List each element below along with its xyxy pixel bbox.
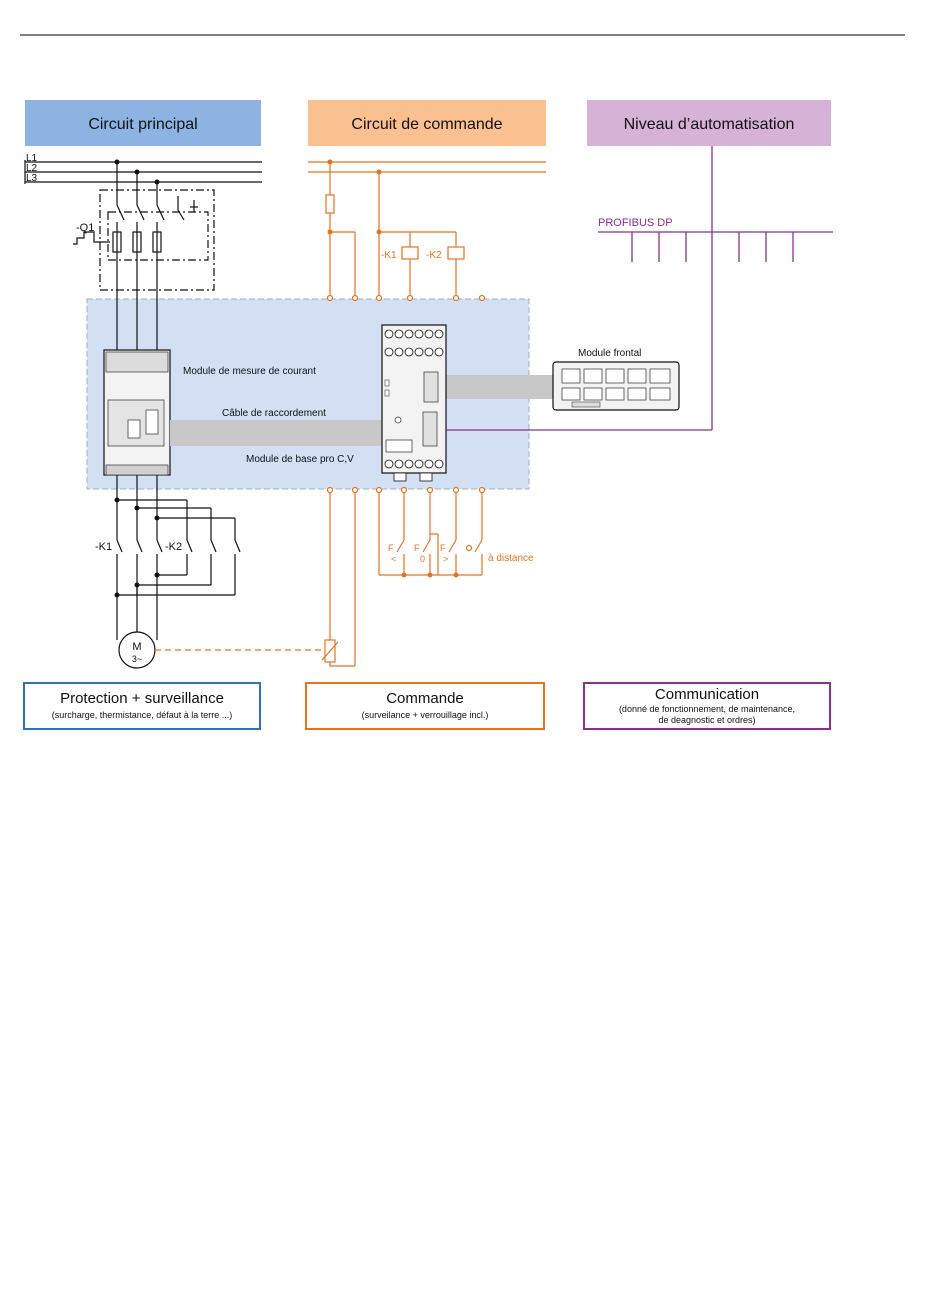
k2-coil-label: -K2 (426, 250, 442, 261)
k1-label: -K1 (95, 541, 112, 553)
front-module-label: Module frontal (578, 348, 641, 359)
line-l1-label: L1 (26, 153, 38, 164)
communication-box (583, 682, 831, 730)
automation-circuit (446, 146, 833, 431)
switch-lt: < (391, 554, 396, 564)
line-l2-label: L2 (26, 163, 38, 174)
control-junctions (327, 159, 459, 578)
k1-coil-label: -K1 (381, 250, 397, 261)
connection-cable (170, 420, 382, 446)
motor-label: M (132, 641, 141, 653)
base-module-device (381, 324, 447, 482)
command-title: Commande (386, 690, 464, 707)
line-l3-label: L3 (26, 173, 38, 184)
profibus-label: PROFIBUS DP (598, 217, 673, 229)
header-main: Circuit principal (88, 116, 197, 133)
communication-title: Communication (655, 686, 759, 703)
communication-sub2: de deagnostic et ordres) (658, 715, 755, 725)
protection-sub: (surcharge, thermistance, défaut à la te… (52, 710, 233, 720)
communication-sub1: (donné de fonctionnement, de maintenance… (619, 704, 795, 714)
header-main-box (25, 100, 261, 146)
header-control: Circuit de commande (351, 116, 502, 133)
switch-f2: F (414, 543, 420, 553)
q1-label: -Q1 (76, 222, 94, 234)
switch-zero: 0 (420, 554, 425, 564)
switch-f1: F (388, 543, 394, 553)
control-circuit (155, 161, 546, 667)
k2-label: -K2 (165, 541, 182, 553)
front-module-device (552, 361, 680, 411)
front-cable (445, 375, 553, 399)
switch-f3: F (440, 543, 446, 553)
current-module-label: Module de mesure de courant (183, 366, 316, 377)
header-automation: Niveau d’automatisation (624, 116, 795, 133)
control-terminals (326, 294, 486, 552)
command-box (305, 682, 545, 730)
current-module-device (103, 349, 171, 476)
protection-title: Protection + surveillance (60, 690, 224, 707)
cable-label: Câble de raccordement (222, 408, 326, 419)
protection-box (23, 682, 261, 730)
switch-gt: > (443, 554, 448, 564)
command-sub: (surveilance + verrouillage incl.) (362, 710, 489, 720)
base-module-label: Module de base pro C,V (246, 454, 354, 465)
motor-phase-label: 3~ (132, 654, 142, 664)
header-automation-box (587, 100, 831, 146)
main-junctions (114, 159, 160, 598)
header-control-box (308, 100, 546, 146)
switch-remote: à distance (488, 553, 534, 564)
